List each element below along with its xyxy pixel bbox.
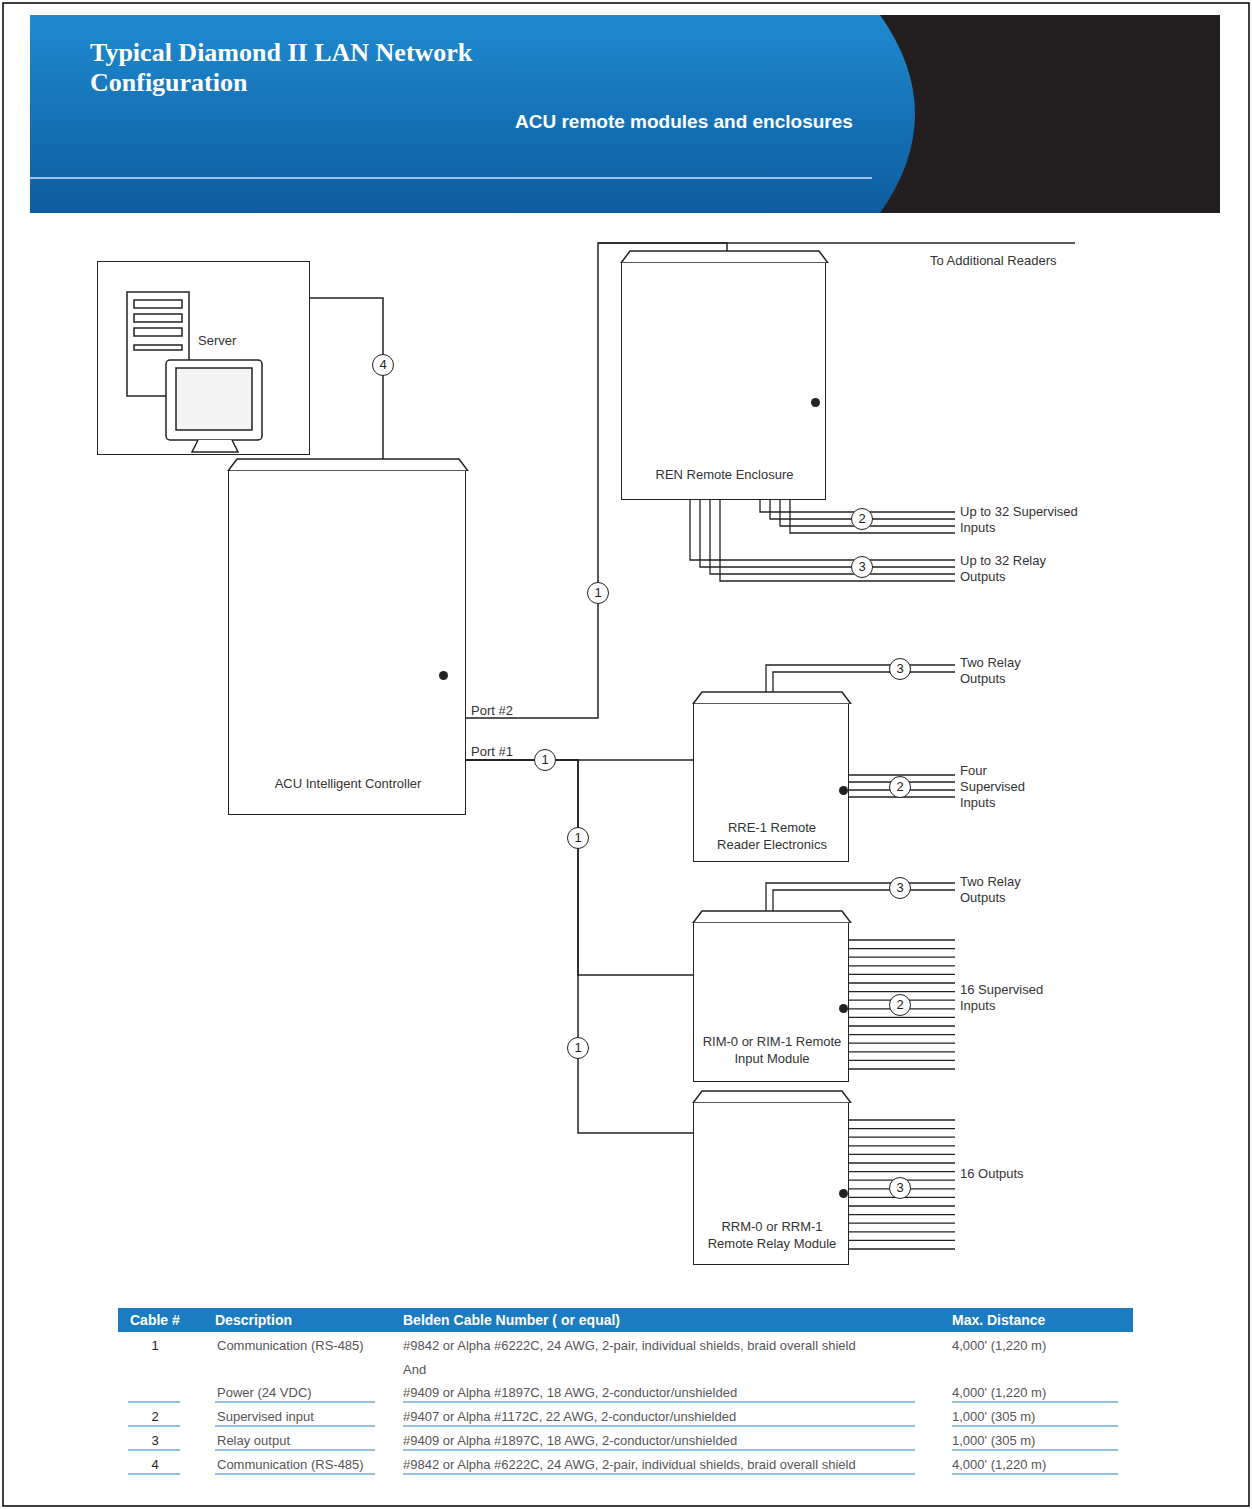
annotation: Up to 32 Relay Outputs — [960, 553, 1080, 585]
callout-number: 3 — [889, 1177, 911, 1199]
callout-number: 1 — [534, 749, 556, 771]
page-border — [3, 3, 1249, 1506]
table-cell: 1,000' (305 m) — [952, 1409, 1035, 1425]
table-header: Max. Distance — [952, 1312, 1045, 1328]
table-cell: 1,000' (305 m) — [952, 1433, 1035, 1449]
lock-dot — [811, 398, 820, 407]
annotation: Two Relay Outputs — [960, 874, 1050, 906]
annotation: Up to 32 Supervised Inputs — [960, 504, 1080, 536]
server-box: Server — [97, 261, 310, 455]
table-cell: Relay output — [217, 1433, 290, 1449]
annotation: Port #1 — [471, 744, 531, 760]
table-cell: 4,000' (1,220 m) — [952, 1385, 1046, 1401]
connector-line — [466, 760, 693, 975]
node-label: RRE-1 Remote Reader Electronics — [717, 819, 827, 853]
annotation: 16 Outputs — [960, 1166, 1050, 1182]
node-label: REN Remote Enclosure — [650, 466, 800, 483]
wires — [598, 243, 1075, 1249]
enclosure-roof — [227, 457, 469, 471]
callout-number: 2 — [889, 776, 911, 798]
callout-number: 1 — [567, 827, 589, 849]
callout-number: 3 — [851, 556, 873, 578]
table-cell: 4,000' (1,220 m) — [952, 1338, 1046, 1354]
table-art — [118, 1308, 1133, 1474]
module-box: RRE-1 Remote Reader Electronics — [693, 703, 849, 862]
table-header: Cable # — [130, 1312, 180, 1328]
table-cell: #9409 or Alpha #1897C, 18 AWG, 2-conduct… — [403, 1433, 737, 1449]
server-illustration — [127, 292, 262, 452]
subtitle: ACU remote modules and enclosures — [515, 111, 895, 133]
table-cell: Power (24 VDC) — [217, 1385, 312, 1401]
lock-dot — [439, 671, 448, 680]
table-cell: #9407 or Alpha #1172C, 22 AWG, 2-conduct… — [403, 1409, 736, 1425]
table-cell: 4 — [130, 1457, 180, 1473]
table-cell: #9842 or Alpha #6222C, 24 AWG, 2-pair, i… — [403, 1457, 856, 1473]
table-cell: Supervised input — [217, 1409, 314, 1425]
enclosure-roof — [692, 909, 852, 923]
enclosure-roof — [692, 690, 852, 704]
header-rule — [30, 177, 872, 179]
node-label: RRM-0 or RRM-1 Remote Relay Module — [700, 1218, 845, 1252]
table-cell: 3 — [130, 1433, 180, 1449]
callout-number: 3 — [889, 877, 911, 899]
node-label: RIM-0 or RIM-1 Remote Input Module — [700, 1033, 845, 1067]
table-header: Description — [215, 1312, 292, 1328]
lock-dot — [839, 1189, 848, 1198]
table-cell: And — [403, 1362, 426, 1378]
callout-number: 1 — [567, 1037, 589, 1059]
header-band — [30, 15, 915, 213]
table-cell: 1 — [130, 1338, 180, 1354]
annotation: Two Relay Outputs — [960, 655, 1050, 687]
connector-line — [466, 760, 693, 1133]
table-cell: 2 — [130, 1409, 180, 1425]
lock-dot — [839, 786, 848, 795]
annotation: Port #2 — [471, 703, 531, 719]
lock-dot — [839, 1004, 848, 1013]
table-cell: Communication (RS-485) — [217, 1338, 364, 1354]
table-cell: #9842 or Alpha #6222C, 24 AWG, 2-pair, i… — [403, 1338, 856, 1354]
callout-number: 2 — [889, 994, 911, 1016]
callout-number: 4 — [372, 354, 394, 376]
table-header: Belden Cable Number ( or equal) — [403, 1312, 620, 1328]
module-box: RIM-0 or RIM-1 Remote Input Module — [693, 922, 849, 1082]
table-cell: #9409 or Alpha #1897C, 18 AWG, 2-conduct… — [403, 1385, 737, 1401]
annotation: To Additional Readers — [930, 253, 1075, 269]
callout-number: 3 — [889, 658, 911, 680]
callout-number: 1 — [587, 582, 609, 604]
module-box: ACU Intelligent Controller — [228, 470, 466, 815]
table-cell: Communication (RS-485) — [217, 1457, 364, 1473]
callout-number: 2 — [851, 508, 873, 530]
node-label: Server — [198, 332, 268, 349]
table-cell: 4,000' (1,220 m) — [952, 1457, 1046, 1473]
annotation: Four Supervised Inputs — [960, 763, 1050, 811]
connector-line — [310, 298, 383, 470]
module-box: REN Remote Enclosure — [621, 262, 826, 500]
module-box: RRM-0 or RRM-1 Remote Relay Module — [693, 1102, 849, 1265]
annotation: 16 Supervised Inputs — [960, 982, 1050, 1014]
diagram-title: Typical Diamond II LAN Network Configura… — [90, 38, 520, 98]
node-label: ACU Intelligent Controller — [263, 775, 433, 792]
enclosure-roof — [620, 249, 829, 263]
enclosure-roof — [692, 1089, 852, 1103]
